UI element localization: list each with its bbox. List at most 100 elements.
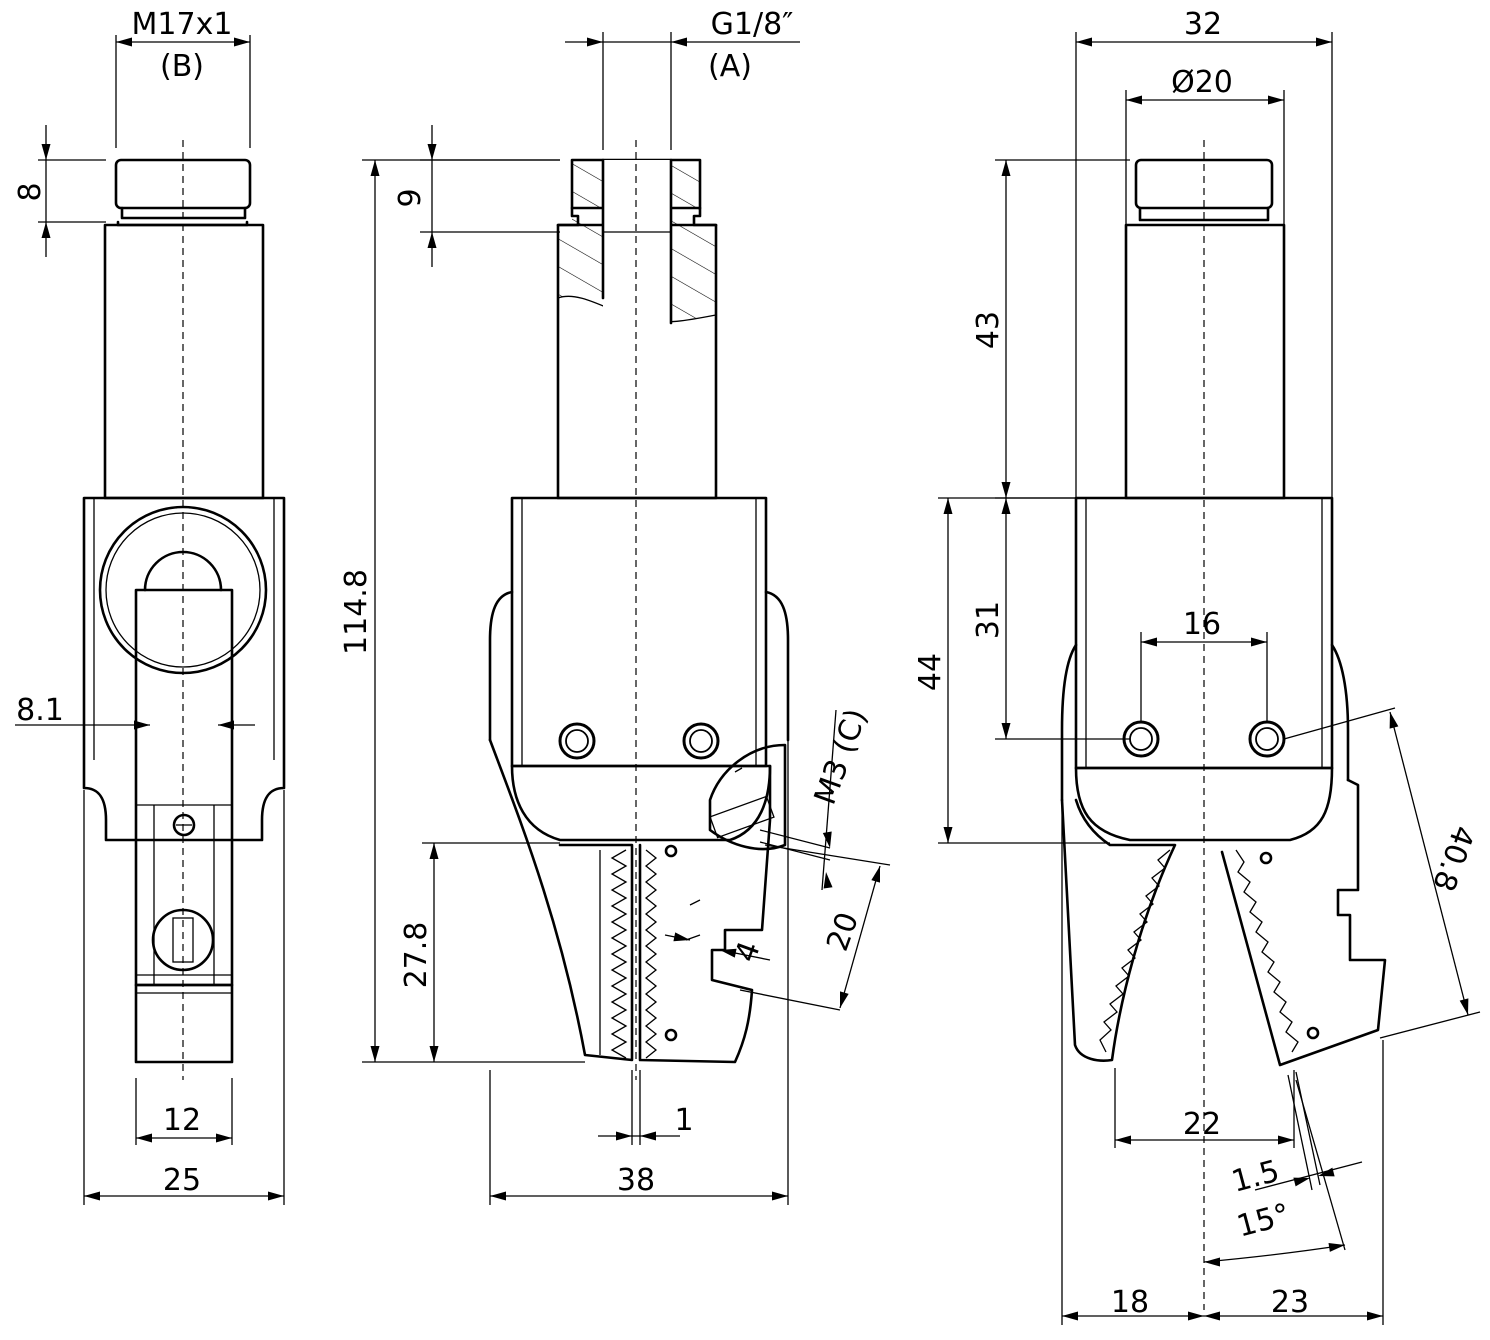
dimension-arrow-8	[41, 144, 51, 160]
section-view-left-jaw	[488, 738, 634, 1062]
dimension-arrow-34	[427, 144, 437, 160]
dimension-arrow-53	[772, 1191, 788, 1201]
dimension-arrow-43	[429, 1046, 439, 1062]
section-view-jaw-housing	[510, 764, 772, 842]
dimension-arrow-84	[1001, 482, 1011, 498]
dimension-line-62	[839, 865, 881, 1009]
dimension-arrow-49	[640, 1131, 656, 1141]
label-jaw-27-8: 27.8	[399, 922, 434, 989]
side-view-body	[82, 496, 286, 842]
dimension-arrow-40	[370, 160, 380, 176]
dimension-arrow-20	[136, 1133, 152, 1143]
label-port-b: (B)	[160, 49, 204, 84]
dimension-arrow-58	[822, 831, 832, 848]
dimension-arrow-44	[429, 843, 439, 859]
section-view-body	[510, 496, 768, 768]
dimension-line-61	[739, 989, 841, 1011]
label-height-44: 44	[913, 653, 948, 691]
label-width-12: 12	[163, 1103, 201, 1138]
dimension-arrow-104	[1389, 712, 1399, 729]
section-view-right-teeth	[644, 849, 658, 1059]
dimension-arrow-9	[41, 222, 51, 238]
front-view-right-teeth	[1235, 849, 1299, 1053]
label-height-43: 43	[971, 311, 1006, 349]
dimension-arrow-88	[1001, 723, 1011, 739]
label-offset-1-5: 1.5	[1228, 1154, 1283, 1200]
label-hole-spacing-16: 16	[1183, 607, 1221, 642]
dimension-line-60	[764, 844, 891, 866]
dimension-angle-arc	[1203, 1244, 1346, 1263]
dimension-line-115	[1295, 1079, 1346, 1251]
side-view	[82, 140, 286, 1080]
dimension-arrow-89	[1001, 498, 1011, 514]
dimension-arrow-93	[943, 827, 953, 843]
dimension-arrow-108	[1278, 1135, 1294, 1145]
label-thread-a: G1/8″	[711, 7, 794, 42]
section-view-right-jaw	[638, 764, 772, 1064]
front-view	[1060, 140, 1387, 1310]
label-total-114-8: 114.8	[339, 569, 374, 655]
dimension-arrow-59	[823, 872, 833, 889]
dimension-arrow-64	[871, 866, 880, 883]
dimension-line-100	[1283, 707, 1396, 740]
dimension-arrow-39	[370, 1046, 380, 1062]
section-view-left-teeth	[610, 849, 628, 1059]
label-width-8-1: 8.1	[16, 693, 64, 728]
label-right-23: 23	[1271, 1285, 1309, 1320]
section-view-mount-hole-left	[558, 722, 596, 760]
dimension-arrow-116	[1328, 1242, 1345, 1252]
label-stroke-40-8: 40.8	[1425, 821, 1481, 896]
section-view-mount-hole-right	[682, 722, 720, 760]
dimension-arrow-70	[673, 932, 690, 942]
label-jaw-20: 20	[820, 908, 866, 956]
dimension-arrow-35	[427, 232, 437, 248]
dimension-arrow-103	[1459, 998, 1469, 1015]
dimension-arrow-94	[943, 498, 953, 514]
label-port-a: (A)	[708, 49, 752, 84]
dimension-line-102	[1389, 711, 1469, 1016]
side-view-shaft	[103, 223, 265, 500]
dimension-arrow-13	[134, 720, 150, 730]
front-view-shaft	[1124, 223, 1286, 500]
label-angle-15: 15°	[1233, 1197, 1293, 1245]
label-thread-c: M3 (C)	[808, 704, 875, 809]
dimension-arrow-99	[1141, 637, 1157, 647]
side-view-jaw-tip	[134, 983, 234, 1064]
dimension-arrow-24	[268, 1191, 284, 1201]
label-diameter-20: Ø20	[1171, 65, 1233, 100]
dimension-arrow-85	[1001, 160, 1011, 176]
label-width-38: 38	[617, 1163, 655, 1198]
dimension-arrow-19	[216, 1133, 232, 1143]
label-open-22: 22	[1183, 1107, 1221, 1142]
dimension-arrow-74	[1316, 37, 1332, 47]
dimension-line-57	[821, 709, 837, 891]
front-view-right-jaw	[1220, 778, 1387, 1067]
dimension-arrow-63	[840, 991, 849, 1008]
side-view-jaw-guide	[134, 588, 234, 987]
label-height-31: 31	[971, 601, 1006, 639]
front-view-thread-collar	[1134, 158, 1274, 210]
dimension-lines	[15, 32, 1481, 1325]
label-thread-b: M17x1	[132, 7, 233, 42]
dimension-line-110	[1287, 1074, 1313, 1191]
front-view-left-teeth	[1099, 849, 1171, 1053]
section-view	[488, 140, 790, 1080]
dimension-line-112	[1254, 1161, 1363, 1191]
side-view-screw-small	[172, 813, 196, 837]
dimension-arrow-75	[1076, 37, 1092, 47]
label-height-9: 9	[393, 188, 428, 207]
dimension-arrow-30	[671, 37, 687, 47]
dimension-arrow-29	[587, 37, 603, 47]
label-jaw-4: 4	[728, 937, 767, 967]
dimension-arrow-124	[1367, 1311, 1383, 1321]
label-left-18: 18	[1111, 1285, 1149, 1320]
label-width-25: 25	[163, 1163, 201, 1198]
dimension-line-65	[689, 899, 701, 906]
dimension-line-55	[759, 829, 831, 849]
section-view-sensor-head	[708, 743, 787, 851]
dimension-arrow-54	[490, 1191, 506, 1201]
dimension-arrow-4	[116, 37, 132, 47]
dimension-arrow-117	[1204, 1257, 1220, 1267]
front-view-left-jaw	[1060, 798, 1177, 1062]
